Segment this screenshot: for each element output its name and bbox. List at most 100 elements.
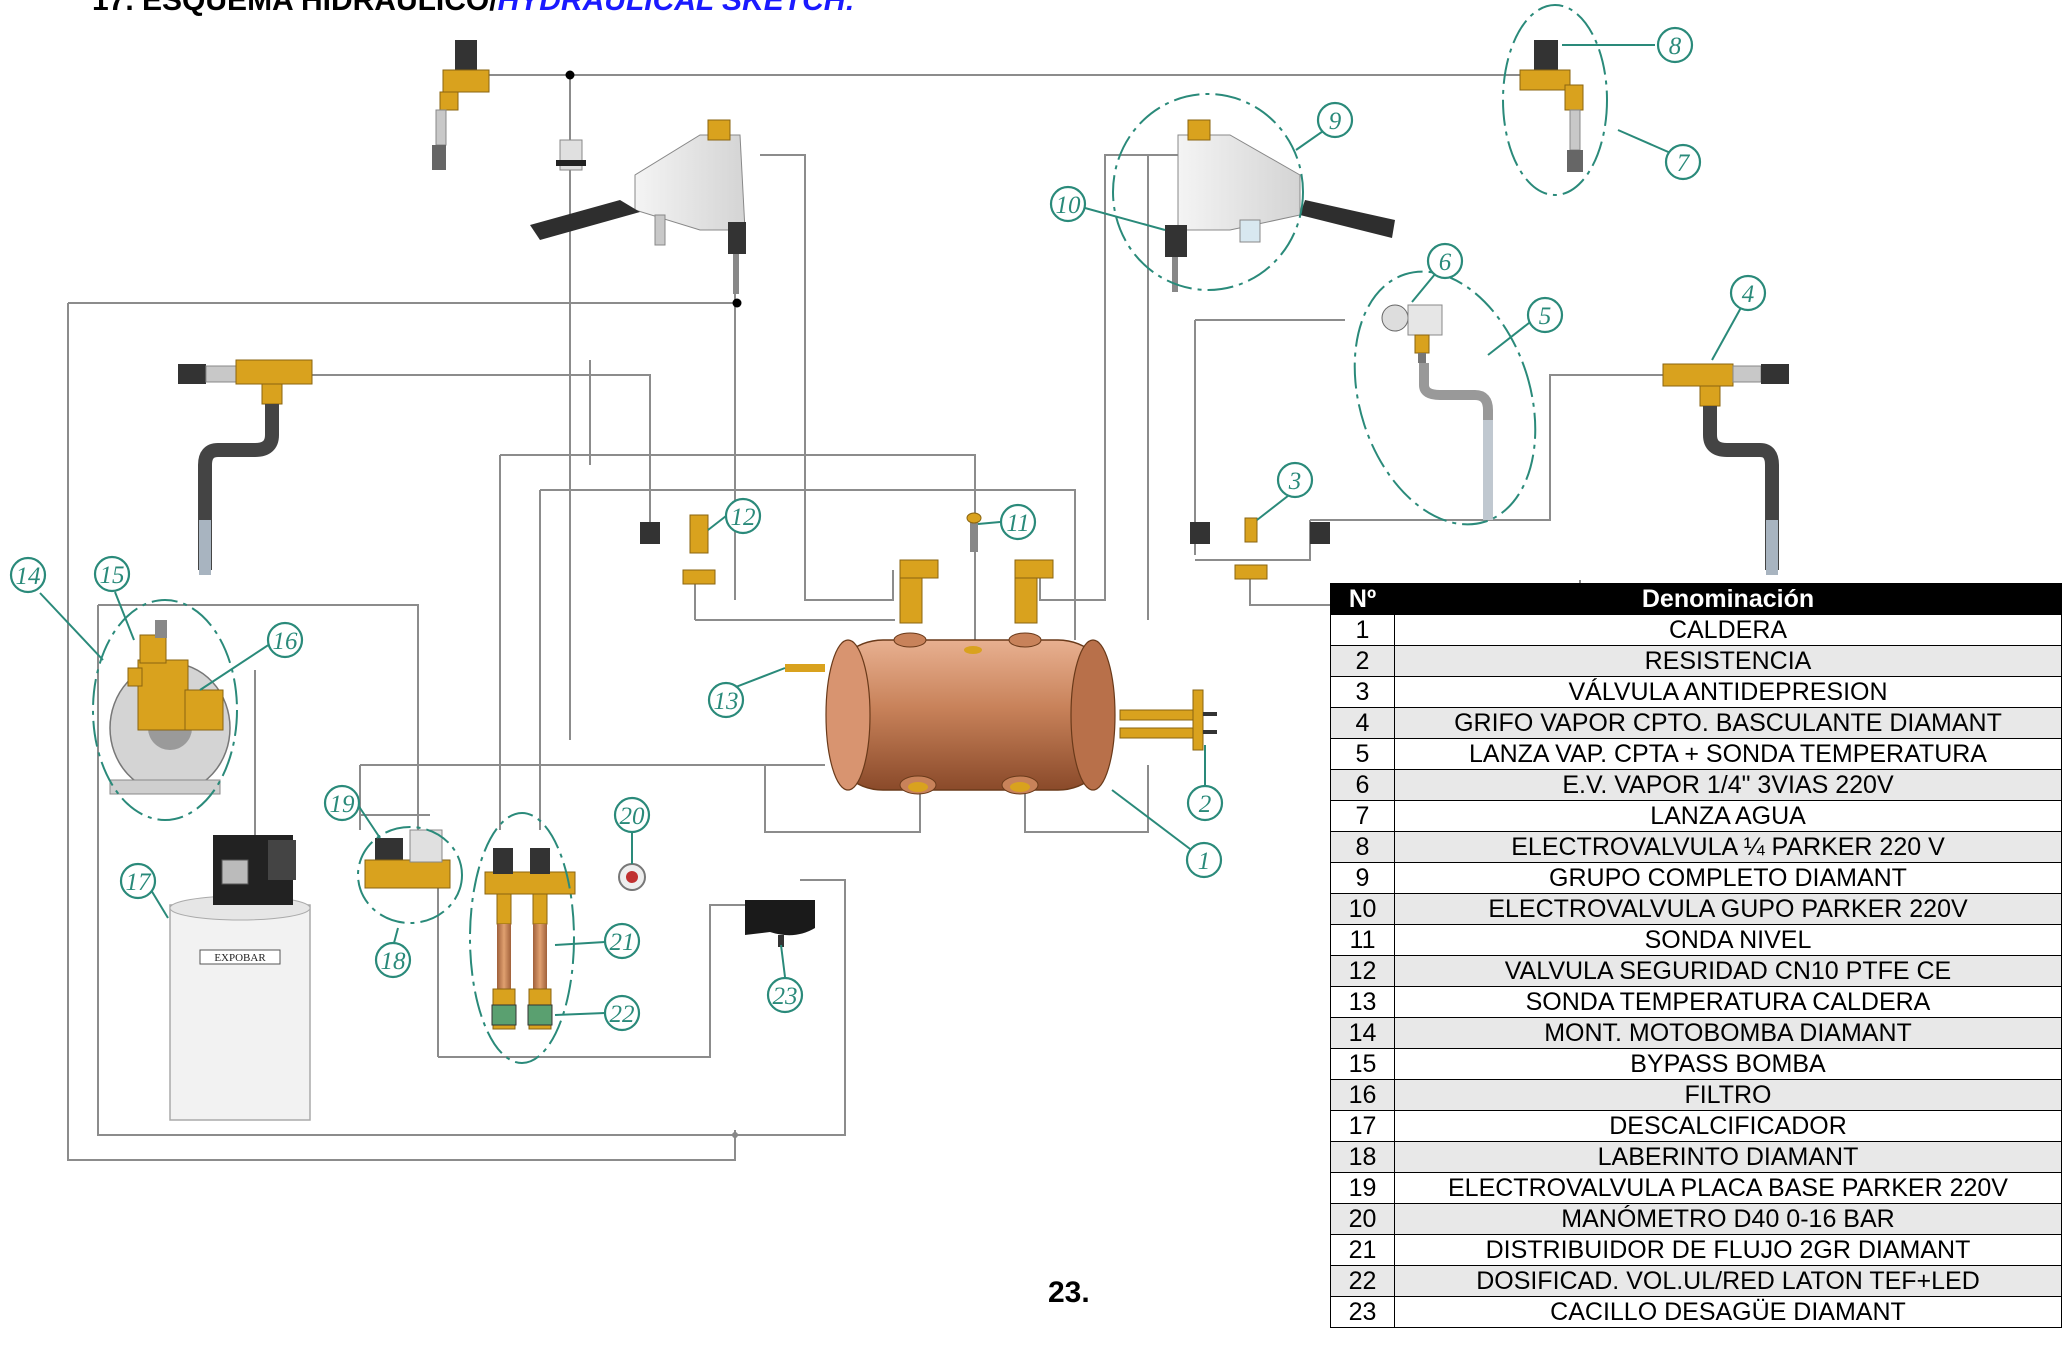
ring-7-8 (1502, 4, 1608, 196)
legend-number: 4 (1330, 707, 1395, 739)
steam-tap-right (1662, 363, 1789, 575)
legend-number: 13 (1330, 986, 1395, 1018)
legend-name: SONDA NIVEL (1394, 924, 2062, 956)
legend-name: MONT. MOTOBOMBA DIAMANT (1394, 1017, 2062, 1049)
legend-name: GRUPO COMPLETO DIAMANT (1394, 862, 2062, 894)
softener-brand-label: EXPOBAR (214, 952, 266, 964)
ring-14-16 (92, 599, 238, 821)
svg-text:15: 15 (100, 562, 125, 589)
legend-number: 7 (1330, 800, 1395, 832)
svg-text:11: 11 (1006, 510, 1029, 537)
callout-17: 17 (119, 862, 157, 900)
page-title: 17. ESQUEMA HIDRÁULICO/HYDRAULICAL SKETC… (92, 0, 855, 16)
labyrinth-solenoid (364, 829, 451, 889)
callout-23: 23 (766, 976, 804, 1014)
legend-number: 12 (1330, 955, 1395, 987)
water-solenoid-left (432, 40, 490, 170)
legend-name: CALDERA (1394, 614, 2062, 646)
legend-number: 11 (1330, 924, 1395, 956)
svg-text:13: 13 (714, 688, 739, 715)
callout-15: 15 (93, 555, 131, 593)
callout-13: 13 (707, 681, 745, 719)
legend-name: RESISTENCIA (1394, 645, 2062, 677)
svg-text:3: 3 (1288, 468, 1302, 495)
svg-text:1: 1 (1198, 848, 1211, 875)
motor-pump-assembly (109, 620, 231, 795)
callout-leaders (39, 44, 1749, 1016)
legend-header-row: Nº Denominación (1330, 583, 2062, 615)
legend-number: 8 (1330, 831, 1395, 863)
legend-name: LANZA VAP. CPTA + SONDA TEMPERATURA (1394, 738, 2062, 770)
callout-11: 11 (999, 503, 1037, 541)
legend-header-number: Nº (1330, 583, 1395, 615)
legend-number: 21 (1330, 1234, 1395, 1266)
svg-text:21: 21 (610, 929, 635, 956)
legend-name: LANZA AGUA (1394, 800, 2062, 832)
callout-21: 21 (603, 922, 641, 960)
callout-2: 2 (1186, 784, 1224, 822)
callout-5: 5 (1526, 296, 1564, 334)
valve-cluster-right (1190, 517, 1330, 580)
ring-5-6 (1353, 270, 1537, 526)
svg-text:23: 23 (773, 983, 798, 1010)
title-spanish: 17. ESQUEMA HIDRÁULICO/ (92, 0, 498, 17)
legend-name: SONDA TEMPERATURA CALDERA (1394, 986, 2062, 1018)
callout-22: 22 (603, 994, 641, 1032)
ring-21-22 (469, 812, 575, 1064)
svg-text:6: 6 (1439, 249, 1452, 276)
svg-text:19: 19 (330, 791, 356, 818)
steam-solenoid-and-wand (1381, 304, 1493, 520)
svg-text:9: 9 (1329, 108, 1342, 135)
svg-text:17: 17 (126, 869, 153, 896)
callout-12: 12 (724, 497, 762, 535)
legend-number: 1 (1330, 614, 1395, 646)
svg-text:4: 4 (1742, 281, 1755, 308)
legend-number: 20 (1330, 1203, 1395, 1235)
callout-7: 7 (1664, 143, 1702, 181)
legend-number: 15 (1330, 1048, 1395, 1080)
callout-9: 9 (1316, 101, 1354, 139)
legend-number: 2 (1330, 645, 1395, 677)
svg-text:7: 7 (1677, 150, 1691, 177)
legend-name: BYPASS BOMBA (1394, 1048, 2062, 1080)
ring-18-19 (357, 826, 463, 924)
legend-name: E.V. VAPOR 1/4" 3VIAS 220V (1394, 769, 2062, 801)
callout-3: 3 (1276, 461, 1314, 499)
legend-number: 10 (1330, 893, 1395, 925)
callout-14: 14 (9, 556, 47, 594)
boiler-caldera (785, 632, 1217, 795)
legend-name: LABERINTO DIAMANT (1394, 1141, 2062, 1173)
legend-name: DESCALCIFICADOR (1394, 1110, 2062, 1142)
callout-1: 1 (1185, 841, 1223, 879)
ring-9-10 (1112, 93, 1304, 291)
legend-number: 9 (1330, 862, 1395, 894)
steam-tap-left (178, 359, 313, 575)
callout-8: 8 (1656, 26, 1694, 64)
legend-name: CACILLO DESAGÜE DIAMANT (1394, 1296, 2062, 1328)
brew-group-left (530, 119, 746, 294)
valve-cluster-left (640, 512, 982, 585)
svg-text:5: 5 (1539, 303, 1552, 330)
legend-name: ELECTROVALVULA PLACA BASE PARKER 220V (1394, 1172, 2062, 1204)
legend-name: GRIFO VAPOR CPTO. BASCULANTE DIAMANT (1394, 707, 2062, 739)
callout-10: 10 (1049, 185, 1087, 223)
legend-number: 19 (1330, 1172, 1395, 1204)
